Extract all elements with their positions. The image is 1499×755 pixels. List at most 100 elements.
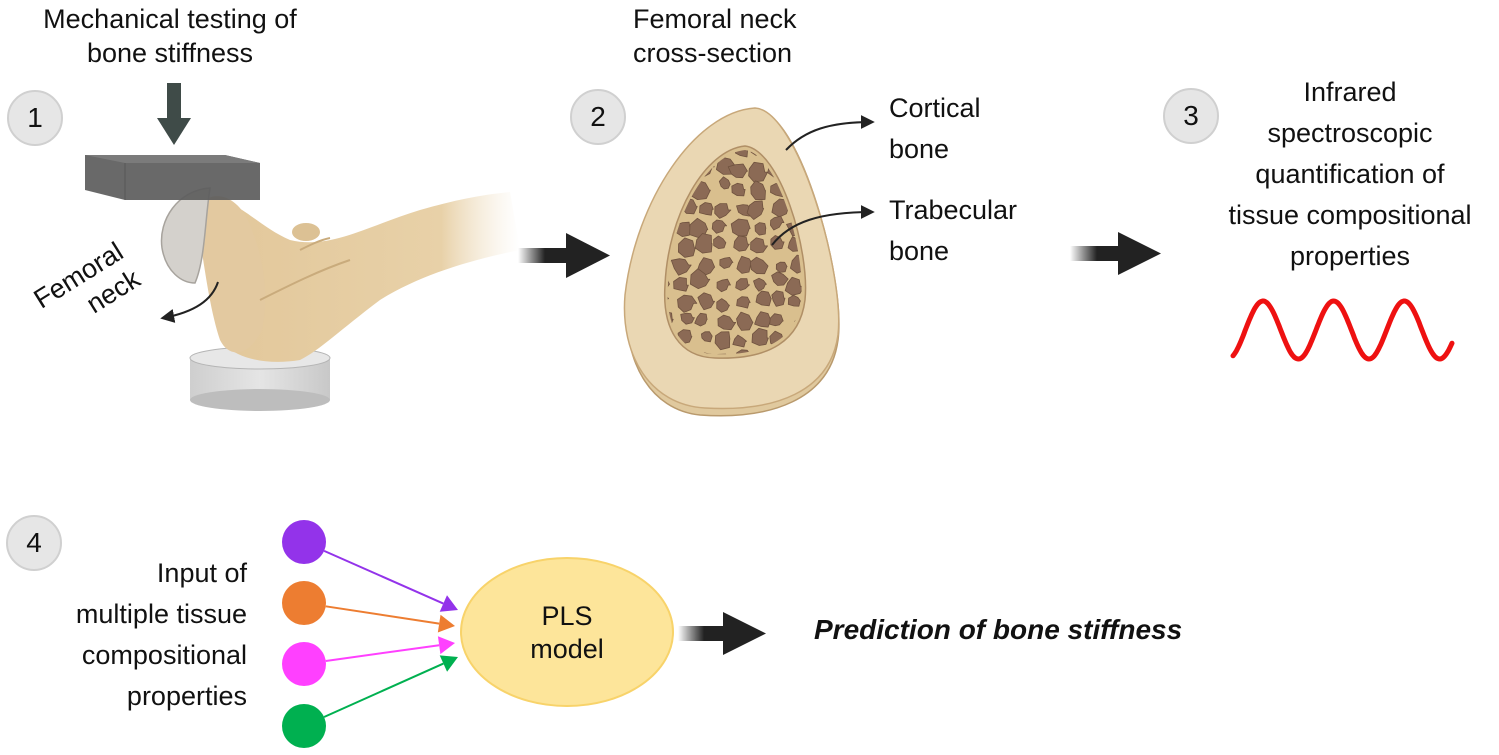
trabecular-pore <box>716 298 730 313</box>
input-nodes <box>282 520 458 748</box>
trabecular-pore <box>714 331 731 351</box>
step-1-title-line-2: bone stiffness <box>86 38 254 68</box>
step-2-badge: 2 <box>570 89 626 145</box>
bottom-fixture <box>189 346 331 411</box>
step-4-title-line-3: compositional <box>81 640 247 670</box>
loading-plate <box>85 155 260 200</box>
trabecular-pore <box>787 294 801 307</box>
step-4-title-line-1: Input of <box>156 558 247 588</box>
step-3-badge: 3 <box>1163 88 1219 144</box>
step-3-title-line-5: properties <box>1289 241 1411 271</box>
step-4-title-line-4: properties <box>126 681 247 711</box>
femoral-neck-pointer <box>160 281 219 323</box>
trabecular-pore <box>699 202 714 216</box>
step-3-title-line-2: spectroscopic <box>1267 118 1433 148</box>
pls-model-label-line-1: PLS <box>541 601 593 631</box>
trabecular-pore <box>770 235 785 250</box>
trabecular-pore <box>701 331 713 343</box>
trabecular-pore <box>733 235 750 252</box>
trabecular-pointer <box>771 205 875 246</box>
step-1-title-line-1: Mechanical testing of <box>43 4 297 34</box>
trabecular-pore <box>714 203 732 219</box>
trabecular-pore <box>736 296 751 309</box>
trabecular-pore <box>694 312 708 327</box>
input-3-node <box>282 642 326 686</box>
trabecular-pore <box>771 290 786 307</box>
trabecular-pore <box>731 182 746 197</box>
trabecular-pore <box>735 150 750 158</box>
trabecular-pore <box>784 276 802 296</box>
trabecular-pore <box>751 327 769 346</box>
trabecular-pore <box>790 254 802 274</box>
compression-arrow-icon <box>157 83 191 145</box>
trabecular-pore <box>680 312 695 325</box>
trabecular-pore <box>755 290 772 307</box>
femoral-head <box>160 187 211 284</box>
trabecular-pore <box>754 311 772 328</box>
trabecular-pore <box>771 271 789 286</box>
output-arrow <box>678 612 766 655</box>
input-4-arrowhead-icon <box>439 655 458 672</box>
input-1-edge <box>323 549 444 605</box>
trabecular-pore <box>754 222 767 236</box>
trabecular-pore <box>736 311 754 331</box>
cortical-bone-label: Cortical bone <box>889 88 981 170</box>
trabecular-pore <box>769 313 784 327</box>
trabecular-pore <box>673 277 689 292</box>
step-1-title: Mechanical testing of bone stiffness <box>20 2 320 70</box>
step-4-title: Input of multiple tissue compositional p… <box>0 553 247 717</box>
trabecular-pore <box>677 294 698 313</box>
spectrum-wave-icon <box>1230 298 1455 362</box>
trabecular-pore <box>727 163 748 179</box>
trabecular-pore <box>753 277 767 292</box>
input-2-arrowhead-icon <box>437 614 455 633</box>
step-3-title: Infrared spectroscopic quantification of… <box>1180 72 1499 277</box>
trabecular-pore <box>750 237 768 254</box>
step-2-title-line-2: cross-section <box>633 38 793 68</box>
step-4-number: 4 <box>26 527 42 558</box>
step-2-title: Femoral neck cross-section <box>633 2 797 70</box>
trabecular-pore <box>713 235 727 249</box>
cross-section-illustration <box>623 107 840 417</box>
step-2-title-line-1: Femoral neck <box>633 4 797 34</box>
trabecular-pore <box>749 256 769 275</box>
input-1-node <box>282 520 326 564</box>
trabecular-pore <box>719 257 734 269</box>
step-1-badge: 1 <box>7 90 63 146</box>
input-4-edge <box>323 662 444 718</box>
input-2-node <box>282 581 326 625</box>
trabecular-pore <box>775 261 788 273</box>
trabecular-pore <box>670 258 692 276</box>
trabecular-pore <box>730 218 751 237</box>
trabecular-bone-label-line-2: bone <box>889 236 950 266</box>
femur-illustration <box>200 192 520 362</box>
process-arrow-1 <box>518 233 610 278</box>
step-3-title-line-4: tissue compositional <box>1228 200 1472 230</box>
trabecular-pore <box>746 200 765 220</box>
step-1-number: 1 <box>27 102 43 133</box>
pls-model-label: PLS model <box>497 600 637 666</box>
process-arrow-2 <box>1070 232 1161 275</box>
trabecular-pore <box>732 334 747 348</box>
cortical-pointer <box>785 115 875 151</box>
trabecular-pore <box>770 215 785 231</box>
trabecular-pore <box>711 219 727 234</box>
trabecular-pore <box>678 237 696 258</box>
trabecular-bone-label: Trabecular bone <box>889 190 1017 272</box>
trabecular-pore <box>667 150 669 161</box>
input-1-arrowhead-icon <box>439 595 458 612</box>
trabecular-pore <box>694 233 713 254</box>
input-4-node <box>282 704 326 748</box>
trabecular-pore <box>748 161 768 183</box>
cortical-bone-label-line-1: Cortical <box>889 93 981 123</box>
trabecular-pore <box>735 278 750 291</box>
trabecular-pore <box>667 277 670 292</box>
trabecular-pore <box>690 268 711 289</box>
input-3-edge <box>325 644 440 662</box>
pls-model-label-line-2: model <box>530 634 604 664</box>
input-3-arrowhead-icon <box>437 636 455 655</box>
trabecular-pore <box>697 292 715 311</box>
trabecular-pore <box>717 314 737 331</box>
step-4-title-line-2: multiple tissue <box>75 599 247 629</box>
